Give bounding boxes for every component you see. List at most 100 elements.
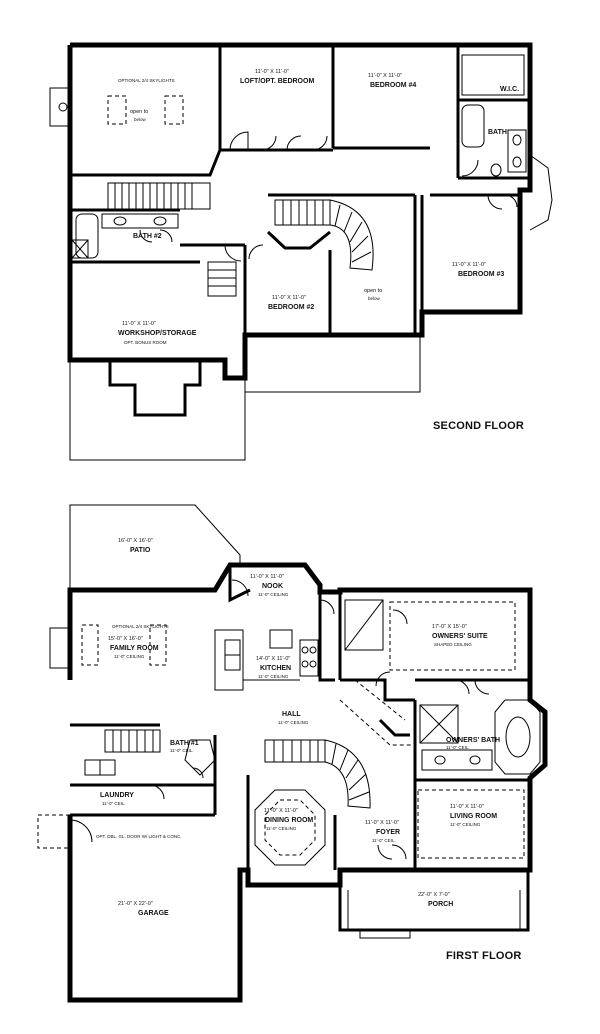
family-room-sub: 11'-0" CEILING: [114, 654, 145, 659]
dining-room-label: DINING ROOM: [265, 817, 313, 824]
garage-door-note: OPT. DBL. GL. DOOR W/ LIGHT & CONC.: [96, 834, 182, 839]
door-swing: [319, 599, 335, 615]
bedroom-4-label: BEDROOM #4: [370, 82, 416, 89]
bay-window: [529, 154, 553, 231]
toilet: [490, 163, 502, 177]
open-to-below-label: open to: [130, 109, 148, 115]
chimney-flue: [58, 102, 68, 112]
owners-bath-label: OWNERS' BATH: [446, 737, 500, 744]
family-skylights-note: OPTIONAL 2/4 SKYLIGHTS: [112, 624, 169, 629]
wall: [70, 149, 222, 177]
door-swing: [149, 784, 165, 800]
dining-octagon: [254, 789, 326, 866]
loft-label: LOFT/OPT. BEDROOM: [240, 78, 314, 85]
hall-label: HALL: [282, 711, 301, 718]
first-floor-title: FIRST FLOOR: [446, 950, 522, 962]
bath-1-sub: 11'-0" CEIL.: [170, 748, 194, 753]
door-swing: [159, 229, 173, 243]
powder-bath: [184, 739, 216, 776]
garage-bump: [37, 814, 70, 849]
stairs-upper-center: [274, 199, 374, 271]
kitchen-island: [269, 629, 293, 649]
stair-railing: [266, 230, 331, 250]
door-swing: [248, 244, 264, 260]
kitchen-sub: 11'-0" CEILING: [258, 674, 289, 679]
nook-label: NOOK: [262, 583, 283, 590]
door-swing: [392, 609, 408, 625]
bathtub: [461, 104, 485, 148]
door-swing: [286, 135, 302, 151]
owners-suite-dimensions: 17'-0" X 15'-0": [432, 624, 467, 630]
linen-closet: [71, 239, 89, 259]
nook-dimensions: 11'-0" X 11'-0": [250, 574, 284, 580]
sink: [434, 755, 446, 765]
chimney: [49, 87, 71, 127]
second-floor-plan: OPTIONAL 2/4 SKYLIGHTS open to below 11'…: [49, 42, 553, 461]
roof-outline: [245, 335, 421, 393]
wic-label: W.I.C.: [500, 86, 519, 93]
door-swing: [69, 819, 93, 843]
tray-ceiling: [389, 601, 516, 671]
kitchen-label: KITCHEN: [260, 665, 291, 672]
foyer-label: FOYER: [376, 829, 400, 836]
wall: [378, 718, 410, 737]
family-room-label: FAMILY ROOM: [110, 645, 159, 652]
porch-dimensions: 22'-0" X 7'-0": [418, 892, 450, 898]
bathtub: [75, 213, 99, 259]
skylight: [149, 624, 167, 666]
bonus-room-dimensions: 11'-0" X 11'-0": [122, 321, 156, 327]
bedroom-2-label: BEDROOM #2: [268, 304, 314, 311]
skylight: [81, 624, 99, 666]
porch-label: PORCH: [428, 901, 453, 908]
hall-sub: 11'-0" CEILING: [278, 720, 309, 725]
patio-label: PATIO: [130, 547, 151, 554]
shower: [419, 704, 459, 744]
sink: [469, 755, 481, 765]
closet: [344, 599, 384, 651]
loft-dimensions: 11'-0" X 11'-0": [255, 69, 289, 75]
patio-outline: [69, 504, 241, 590]
wall: [340, 678, 415, 702]
stairs-upper-left: [107, 182, 211, 210]
upper-bath-label: BATH: [488, 129, 507, 136]
living-room-ceiling: [417, 789, 525, 859]
patio-dimensions: 16'-0" X 16'-0": [118, 538, 153, 544]
foyer-dimensions: 11'-0" X 11'-0": [365, 820, 399, 826]
dormer-bump: [108, 360, 202, 417]
bonus-room-sub: OPT. BONUS ROOM: [124, 340, 167, 345]
garage-dimensions: 21'-0" X 22'-0": [118, 901, 153, 907]
bath-1-label: BATH #1: [170, 740, 199, 747]
vanity: [421, 749, 493, 771]
porch-step: [359, 929, 411, 939]
living-room-sub: 11'-0" CEILING: [450, 822, 481, 827]
door-swing: [487, 194, 503, 210]
skylights-note: OPTIONAL 2/4 SKYLIGHTS: [118, 78, 175, 83]
washer: [84, 759, 101, 776]
door-swing: [224, 244, 242, 262]
door-swing: [139, 229, 153, 243]
bedroom-2-dimensions: 11'-0" X 11'-0": [272, 295, 306, 301]
first-floor-exterior-wall: [67, 562, 548, 1003]
door-swing: [504, 194, 518, 208]
sink: [113, 216, 127, 226]
stairs-lower-center: [264, 739, 371, 809]
bedroom-3-dimensions: 11'-0" X 11'-0": [452, 262, 486, 268]
sink: [512, 134, 522, 146]
skylight: [107, 95, 127, 125]
first-floor-plan: 16'-0" X 16'-0" PATIO 11'-0" X 11'-0" NO…: [37, 504, 548, 1003]
dining-room-dimensions: 11'-0" X 11'-0": [264, 808, 298, 814]
hall-angle: [354, 679, 406, 721]
garage-label: GARAGE: [138, 910, 169, 917]
range: [299, 639, 319, 677]
laundry-sub: 11'-0" CEIL.: [102, 801, 126, 806]
living-room-label: LIVING ROOM: [450, 813, 497, 820]
laundry-label: LAUNDRY: [100, 792, 134, 799]
stairs-small: [207, 261, 237, 297]
family-room-dimensions: 15'-0" X 16'-0": [108, 636, 143, 642]
door-swing: [261, 135, 277, 151]
bedroom-4-dimensions: 11'-0" X 11'-0": [368, 73, 402, 79]
open-to-below-sub: below: [134, 117, 147, 122]
hall-angle: [339, 699, 415, 746]
living-room-dimensions: 11'-0" X 11'-0": [450, 804, 484, 810]
